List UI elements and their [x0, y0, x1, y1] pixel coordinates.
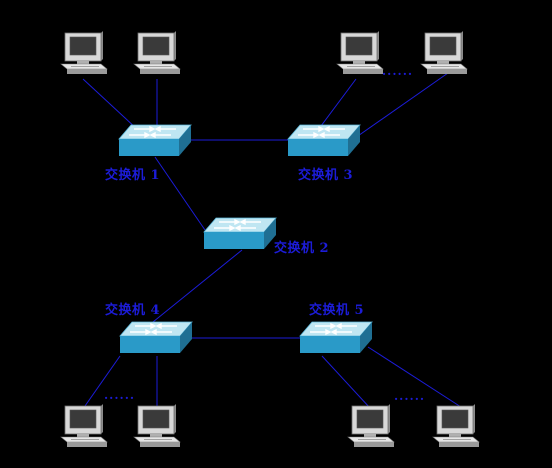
pc-icon	[336, 30, 384, 75]
pc-icon	[60, 403, 108, 448]
network-link	[154, 156, 206, 231]
switch-1-icon	[118, 124, 192, 157]
network-link	[317, 78, 357, 131]
switch-4-label: 交换机 4	[105, 303, 161, 318]
pc-icon	[347, 403, 395, 448]
pc-icon	[420, 30, 468, 75]
switch-2-label: 交换机 2	[274, 241, 330, 256]
switch-3-icon	[287, 124, 361, 157]
network-link	[84, 355, 121, 407]
pc-icon	[60, 30, 108, 75]
switch-4-icon	[119, 321, 193, 354]
network-link	[147, 249, 243, 327]
network-link	[82, 78, 139, 131]
switch-2-icon	[203, 217, 277, 250]
more-computers-ellipsis-bottom-right: ......	[394, 389, 426, 403]
network-link	[367, 346, 462, 408]
pc-icon	[432, 403, 480, 448]
more-computers-ellipsis-top: ......	[382, 64, 414, 78]
pc-icon	[133, 30, 181, 75]
switch-5-icon	[299, 321, 373, 354]
network-link	[354, 72, 449, 139]
switch-1-label: 交换机 1	[105, 168, 161, 183]
pc-icon	[133, 403, 181, 448]
switch-5-label: 交换机 5	[309, 303, 365, 318]
network-link	[321, 355, 371, 409]
more-computers-ellipsis-bottom-left: ......	[104, 388, 136, 402]
switch-3-label: 交换机 3	[298, 168, 354, 183]
